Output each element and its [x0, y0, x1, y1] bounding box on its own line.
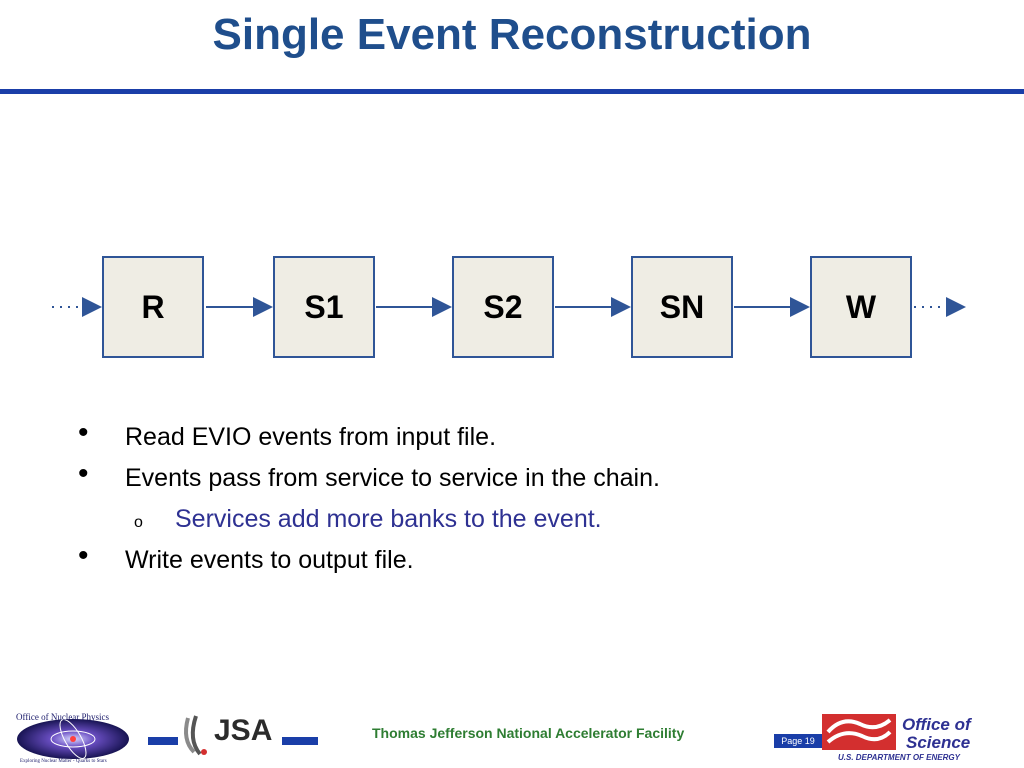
bullet-dot-icon: • — [78, 457, 89, 490]
title-divider — [0, 89, 1024, 94]
bullet-dot-icon: • — [78, 539, 89, 572]
office-of-science-logo: Office of Science U.S. DEPARTMENT OF ENE… — [822, 714, 973, 762]
bullet-dot-icon: • — [78, 416, 89, 449]
page-number: Page 19 — [774, 734, 822, 748]
science-logo-line1: Office of — [902, 715, 973, 734]
node-service-n: SN — [631, 256, 733, 358]
jsa-logo-text: JSA — [214, 714, 272, 747]
nuclear-logo-subtext: Exploring Nuclear Matter - Quarks to Sta… — [20, 759, 107, 764]
node-writer: W — [810, 256, 912, 358]
science-logo-line2: Science — [906, 733, 970, 752]
slide-title: Single Event Reconstruction — [212, 10, 812, 59]
sub-list-item: o Services add more banks to the event. — [78, 500, 978, 541]
list-item: • Write events to output file. — [78, 539, 414, 575]
event-chain-diagram: R S1 S2 SN W — [0, 240, 1024, 380]
jsa-logo: JSA — [184, 714, 272, 756]
nuclear-physics-logo: Office of Nuclear Physics Exploring Nucl… — [16, 712, 129, 764]
node-service-1: S1 — [273, 256, 375, 358]
science-logo-line3: U.S. DEPARTMENT OF ENERGY — [838, 753, 961, 762]
nuclear-logo-text: Office of Nuclear Physics — [16, 712, 110, 722]
list-item: • Events pass from service to service in… — [78, 457, 660, 493]
footer-bar-left — [148, 737, 178, 745]
node-reader: R — [102, 256, 204, 358]
bullet-list: • Read EVIO events from input file. • Ev… — [78, 418, 978, 582]
list-item: • Read EVIO events from input file. — [78, 416, 497, 452]
footer-organization: Thomas Jefferson National Accelerator Fa… — [372, 725, 685, 741]
footer-bar-mid — [282, 737, 318, 745]
diagram-connectors — [52, 297, 966, 317]
hollow-circle-bullet-icon: o — [134, 514, 143, 531]
node-service-2: S2 — [452, 256, 554, 358]
